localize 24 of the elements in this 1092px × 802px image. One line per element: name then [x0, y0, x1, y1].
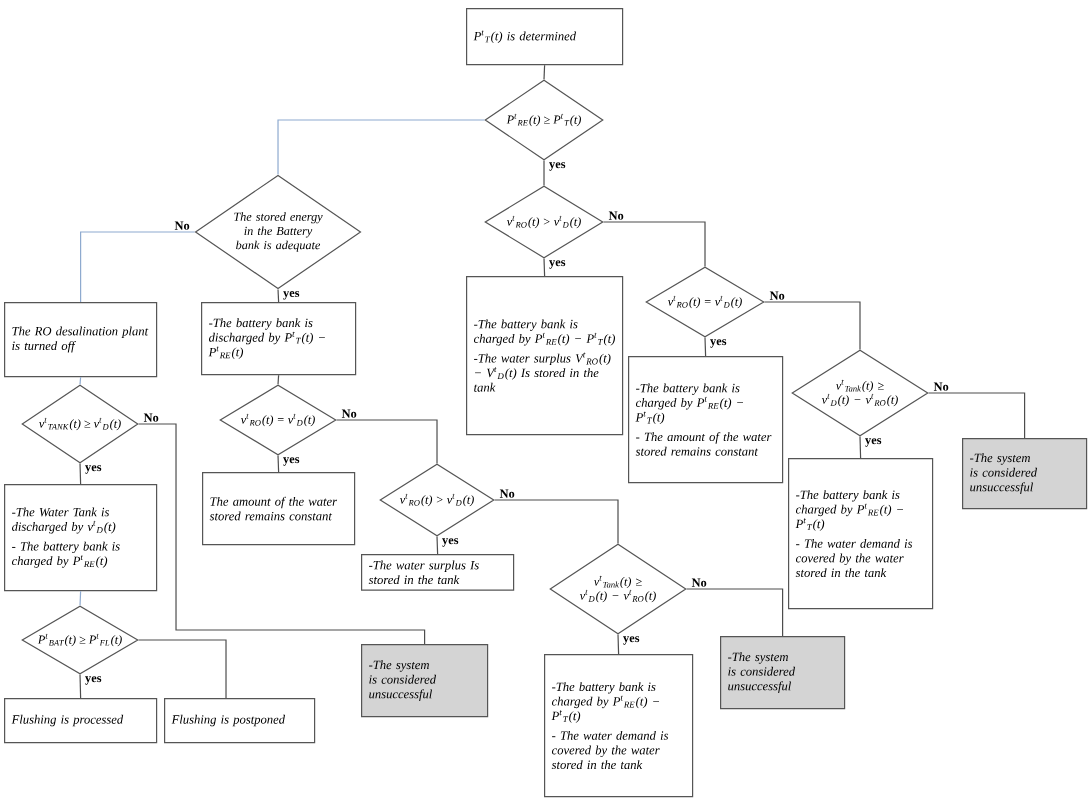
connector-line: [277, 288, 280, 303]
connector-line: [928, 392, 1026, 439]
connector-line: [764, 301, 861, 350]
connector-line: [138, 639, 227, 699]
connector-line: [79, 462, 82, 485]
connector-line: [617, 634, 620, 655]
connector-line: [138, 423, 426, 645]
connector-line: [494, 499, 619, 544]
connector-line: [859, 435, 862, 459]
connector-line: [543, 258, 546, 277]
connector-line: [79, 376, 82, 385]
connector-line: [79, 674, 82, 699]
connector-line: [704, 337, 707, 357]
connector-line: [543, 160, 545, 186]
connector-line: [336, 419, 438, 464]
connector-line: [686, 588, 784, 637]
connector-line: [277, 454, 280, 473]
connector-line: [80, 231, 196, 303]
connector-line: [277, 374, 280, 385]
connector-line: [603, 221, 706, 267]
connector-line: [79, 590, 82, 606]
connector-line: [436, 536, 439, 555]
connector-line: [543, 64, 546, 80]
connector-line: [277, 119, 485, 176]
